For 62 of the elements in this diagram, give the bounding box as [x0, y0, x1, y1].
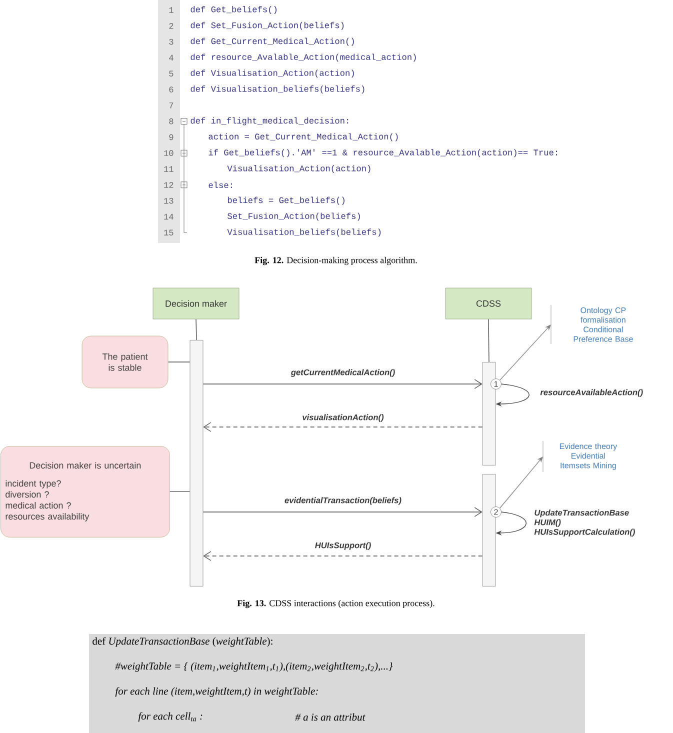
lifeline-header: CDSS: [445, 288, 532, 320]
code-line: def Set_Fusion_Action(beliefs): [190, 22, 344, 30]
annotation: Ontology CP formalisation Conditional Preference Base: [550, 304, 633, 344]
code-line: def Visualisation_beliefs(beliefs): [190, 86, 364, 94]
annotation: Evidence theory Evidential Itemsets Mining: [542, 440, 618, 472]
activation-bar: [190, 340, 204, 586]
line-number: 11: [164, 166, 174, 172]
code-line: def resource_Avalable_Action(medical_action): [190, 54, 416, 62]
line-number: 7: [169, 102, 174, 108]
lifeline: [196, 318, 197, 340]
line-number: 9: [169, 134, 174, 140]
message-arrow: [202, 507, 482, 517]
line-number: 5: [169, 70, 174, 76]
code-line: for each cell$_{ta}$ :: [138, 712, 202, 722]
leader-arrow: [499, 324, 551, 381]
code-line: Visualisation_beliefs(beliefs): [227, 228, 381, 237]
lifeline: [488, 318, 490, 362]
line-number: 1: [169, 7, 174, 13]
leader-arrow: [500, 456, 543, 508]
line-number: 8: [169, 118, 174, 124]
edge-label: visualisationAction(): [302, 414, 384, 422]
code-comment: # a is an attribut: [295, 713, 366, 721]
line-number: 12: [164, 182, 174, 188]
activation-bar: [482, 362, 496, 466]
code-line: def Get_Current_Medical_Action(): [190, 38, 354, 46]
note-box: Decision maker is uncertain incident type? diversion ? medical action ? resources availability: [0, 446, 170, 538]
connector-line: [170, 491, 190, 492]
message-arrow: [203, 422, 483, 432]
edge-label: getCurrentMedicalAction(): [290, 369, 395, 377]
edge-label: HUIsSupport(): [315, 542, 371, 550]
line-number: 10: [164, 150, 174, 156]
line-number: 3: [169, 38, 174, 45]
line-number: 4: [169, 54, 174, 61]
edge-label: evidentialTransaction(beliefs): [284, 497, 402, 505]
code-line: else:: [208, 182, 232, 188]
lifeline-header: Decision maker: [152, 288, 240, 320]
message-arrow: [203, 551, 483, 561]
figure-caption: Fig. 13. CDSS interactions (action execution process).: [237, 600, 434, 608]
code-line: def in_flight_medical_decision:: [190, 117, 348, 126]
activation-bar: [482, 474, 496, 586]
code-line: action = Get_Current_Medical_Action(): [208, 133, 398, 142]
edge-label: UpdateTransactionBase HUIM() HUIsSupportCalculation(): [534, 510, 635, 536]
line-number: 6: [169, 86, 174, 92]
code-line: beliefs = Get_beliefs(): [228, 196, 344, 205]
code-line: if Get_beliefs().'AM' ==1 & resource_Avalable_Action(action)== True:: [208, 149, 557, 158]
edge-label: resourceAvailableAction(): [540, 389, 643, 397]
step-number: 2: [490, 506, 502, 518]
code-line: Visualisation_Action(action): [227, 165, 370, 174]
line-number: 14: [164, 214, 174, 220]
code-line: def Get_beliefs(): [190, 6, 276, 14]
code-line: def UpdateTransactionBase (weightTable):: [92, 637, 272, 647]
note-box: The patient is stable: [82, 336, 168, 388]
code-line: def Visualisation_Action(action): [190, 70, 354, 78]
code-line: #weightTable = { (item$_{1}$,weightItem$_{1}$,t$_{1}$),(item$_{2}$,weightItem$_{2}$,t$_{2}$),...}: [115, 662, 393, 672]
message-arrow: [202, 379, 482, 389]
line-number: 2: [169, 23, 174, 29]
code-line: Set_Fusion_Action(beliefs): [228, 212, 360, 221]
step-number: 1: [490, 378, 502, 390]
figure-caption: Fig. 12. Decision-making process algorithm.: [254, 256, 417, 266]
line-number: 13: [164, 198, 174, 204]
code-line: for each line (item,weightItem,t) in weightTable:: [115, 687, 318, 697]
line-number: 15: [164, 230, 174, 236]
